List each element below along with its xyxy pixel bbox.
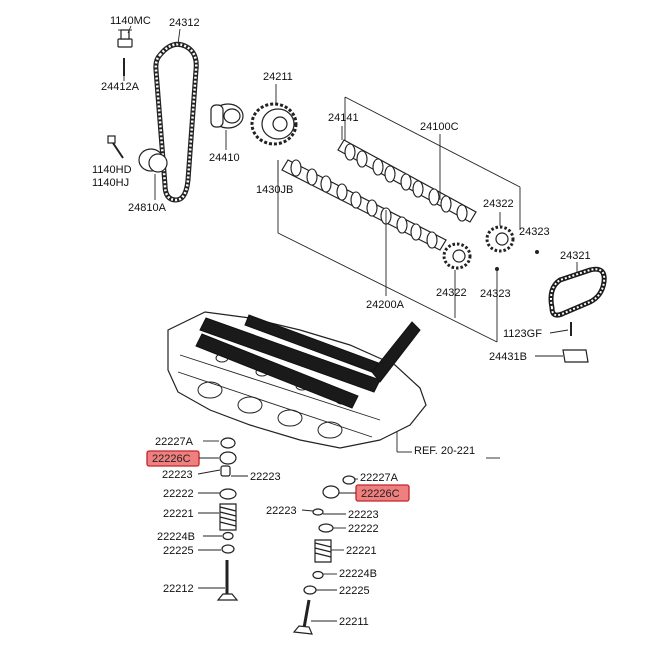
camshaft-24100c [337,139,477,223]
label-22224b-left: 22224B [157,531,195,543]
valve-stack-left [216,437,239,601]
label-22226c-left: 22226C [152,453,191,465]
label-24323-upper: 24323 [519,226,550,238]
idler-24810a [138,148,168,173]
chain-guide-24431b [562,349,589,363]
bolt-1140mc [117,29,133,48]
label-22224b-right: 22224B [339,568,377,580]
label-24410: 24410 [209,152,240,164]
tensioner-24410 [210,103,244,129]
label-22223-right-b: 22223 [348,509,379,521]
cylinder-head [167,311,427,449]
cam-gear-24322-lower [442,242,472,270]
timing-belt-24312 [153,41,199,203]
label-22227a-left: 22227A [155,436,194,448]
label-24431b: 24431B [489,351,527,363]
label-24141: 24141 [328,112,359,124]
label-22225-left: 22225 [163,545,194,557]
label-22223-left-a: 22223 [162,469,193,481]
label-24323-lower: 24323 [480,288,511,300]
label-ref: REF. 20-221 [414,445,475,457]
camshaft-24200a [281,159,447,251]
label-1430jb: 1430JB [256,184,293,196]
bolt-1140hd [107,135,124,159]
label-24100c: 24100C [420,121,459,133]
cam-sprocket-24211 [250,102,298,146]
chain-24321 [548,266,607,318]
label-22225-right: 22225 [339,585,370,597]
label-22227a-right: 22227A [360,472,399,484]
label-24810a: 24810A [128,202,167,214]
label-24312: 24312 [169,17,200,29]
label-24321: 24321 [560,250,591,262]
label-24322-upper: 24322 [483,198,514,210]
bolt-24323-lower [495,267,499,271]
label-1123gf: 1123GF [503,328,542,340]
label-24200a: 24200A [366,299,405,311]
label-24412a: 24412A [101,81,140,93]
label-22223-left-b: 22223 [250,471,281,483]
highlight-22226c-left [146,450,200,467]
label-22222-right: 22222 [348,523,379,535]
label-22211-right: 22211 [339,616,369,628]
label-22221-left: 22221 [163,508,194,520]
label-22223-right-a: 22223 [266,505,297,517]
valve-stack-right [292,475,356,635]
label-1140mc: 1140MC [110,15,151,27]
label-22222-left: 22222 [163,488,194,500]
bolt-24323-upper [535,250,539,254]
cam-gear-24322-upper [485,225,515,253]
label-1140hj: 1140HJ [92,177,129,189]
label-24322-lower: 24322 [436,287,467,299]
label-22226c-right: 22226C [361,488,400,500]
label-1140hd: 1140HD [92,164,132,176]
label-22212-left: 22212 [163,583,194,595]
label-24211: 24211 [263,71,293,83]
label-22221-right: 22221 [346,545,377,557]
